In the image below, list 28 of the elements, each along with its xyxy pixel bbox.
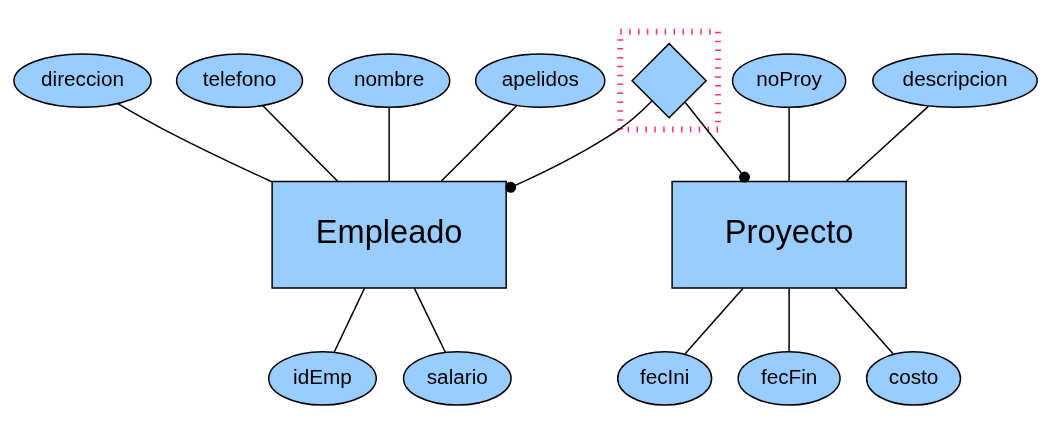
connector [684, 286, 744, 355]
node-diamond [631, 42, 708, 119]
connector [788, 286, 790, 352]
connector [413, 286, 447, 353]
connector [845, 105, 930, 182]
node-ellipse: fecFin [737, 350, 841, 406]
connector [117, 102, 273, 182]
connector [684, 101, 750, 182]
node-box: Proyecto [671, 180, 907, 289]
node-ellipse: descripcion [872, 52, 1038, 108]
node-ellipse: apelidos [474, 52, 606, 108]
node-ellipse: noProy [731, 52, 847, 108]
cluster [617, 28, 721, 132]
node-ellipse: telefono [175, 52, 304, 108]
connector [834, 286, 894, 355]
node-ellipse: direccion [13, 52, 152, 108]
connector [388, 106, 390, 182]
node-ellipse: nombre [327, 52, 451, 108]
connector [505, 99, 653, 193]
node-ellipse: costo [865, 350, 962, 406]
node-ellipse: salario [402, 350, 512, 406]
node-ellipse: fecIni [617, 350, 713, 406]
node-box: Empleado [271, 180, 507, 289]
connector [333, 286, 366, 353]
node-ellipse: idEmp [268, 350, 377, 406]
connector [440, 104, 518, 182]
connector [262, 104, 339, 182]
connector [788, 106, 790, 182]
